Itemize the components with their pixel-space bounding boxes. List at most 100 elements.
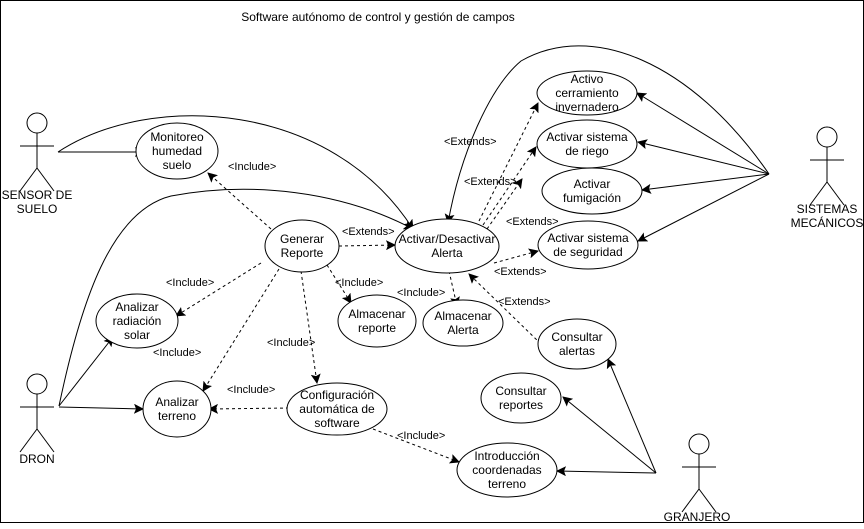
actor-dron[interactable]: DRON (19, 373, 55, 466)
use-case-label: terreno (488, 477, 526, 491)
use-case-ellipse (135, 122, 219, 180)
use-case-ellipse (337, 294, 417, 348)
label-include-radiacion: <Include> (166, 277, 214, 289)
use-case-label: Monitoreo (150, 130, 204, 144)
use-case-label: alertas (559, 344, 595, 358)
label-include-terreno-config: <Include> (227, 384, 275, 396)
label-include-almreporte: <Include> (335, 277, 383, 289)
use-case-label: invernadero (555, 100, 619, 114)
use-case-label: solar (124, 328, 150, 342)
use-case-label: Analizar (155, 395, 198, 409)
use-case-label: Generar (280, 232, 324, 246)
use-case-label: fumigación (563, 191, 621, 205)
use-case-ellipse (541, 167, 643, 215)
rel-generar-monitoreo (207, 172, 272, 230)
associations (57, 45, 770, 477)
actor-label: SENSOR DE (2, 188, 73, 202)
rel-generar-radiacion (175, 262, 262, 317)
diagram-title: Software autónomo de control y gestión d… (241, 10, 515, 24)
use-case-label: de riego (565, 144, 609, 158)
use-case-label: Almacenar (434, 309, 491, 323)
use-case-ellipse (537, 318, 617, 370)
assoc-sistemas-alerta (444, 45, 770, 224)
use-case-label: radiación (113, 314, 162, 328)
assoc-granjero-alertas (606, 358, 657, 474)
use-case-label: suelo (163, 158, 192, 172)
use-case-ellipse (95, 293, 179, 349)
label-extends-seguridad: <Extends> (494, 266, 547, 278)
use-case-label: Consultar (551, 330, 602, 344)
use-case-ellipse (286, 382, 388, 436)
actor-granjero[interactable]: GRANJERO (664, 433, 731, 524)
use-case-label: Activar/Desactivar (399, 232, 496, 246)
rel-generar-almreporte (326, 264, 352, 304)
use-case-label: humedad (152, 144, 202, 158)
rel-generar-terreno (202, 268, 280, 392)
actor-label: SISTEMAS (797, 202, 858, 216)
use-case-label: terreno (158, 409, 196, 423)
rel-alerta-riego (482, 146, 537, 226)
actor-label: GRANJERO (664, 510, 731, 524)
assoc-sistemas-riego (637, 139, 770, 175)
use-case-label: Introducción (474, 449, 539, 463)
use-case-label: Activar sistema (547, 231, 629, 245)
label-extends-fumigacion: <Extends> (506, 216, 559, 228)
use-case-label: automática de (299, 402, 375, 416)
rel-generar-config (300, 270, 321, 384)
use-case-label: Consultar (495, 384, 546, 398)
label-include-config: <Include> (267, 337, 315, 349)
assoc-granjero-coordenadas (556, 466, 657, 477)
use-case-label: Alerta (447, 323, 479, 337)
label-include-monitoreo: <Include> (228, 161, 276, 173)
stick-figure-icon (809, 126, 845, 206)
use-case-ellipse (536, 70, 638, 116)
use-case-label: Reporte (281, 246, 324, 260)
rel-alerta-cerramiento (478, 102, 539, 222)
label-include-terreno-gen: <Include> (153, 347, 201, 359)
use-case-label: reporte (358, 321, 396, 335)
relation-labels: <Include> <Extends> <Include> <Include> … (153, 136, 559, 442)
use-case-label: Analizar (115, 300, 158, 314)
actor-label: SUELO (17, 202, 58, 216)
use-case-ellipse (456, 442, 558, 498)
use-case-ellipse (142, 380, 212, 438)
stick-figure-icon (19, 112, 55, 192)
label-extends-cerramiento: <Extends> (444, 136, 497, 148)
rel-consultar-alerta (468, 273, 542, 345)
use-case-label: Alerta (431, 246, 463, 260)
assoc-sistemas-seguridad (637, 173, 770, 242)
assoc-dron-terreno (58, 403, 144, 414)
label-extends-consultar: <Extends> (498, 296, 551, 308)
stick-figure-icon (681, 433, 717, 513)
actor-label: MECÁNICOS (791, 215, 864, 230)
assoc-dron-radiacion (58, 336, 114, 407)
use-case-ellipse (422, 299, 504, 347)
rel-alerta-seguridad (493, 248, 539, 264)
rel-config-terreno (208, 403, 290, 414)
relations (175, 102, 542, 464)
use-case-ellipse (264, 219, 340, 273)
assoc-sensor-alerta (57, 115, 414, 230)
rel-generar-alerta (338, 240, 396, 251)
use-case-label: cerramiento (555, 86, 619, 100)
